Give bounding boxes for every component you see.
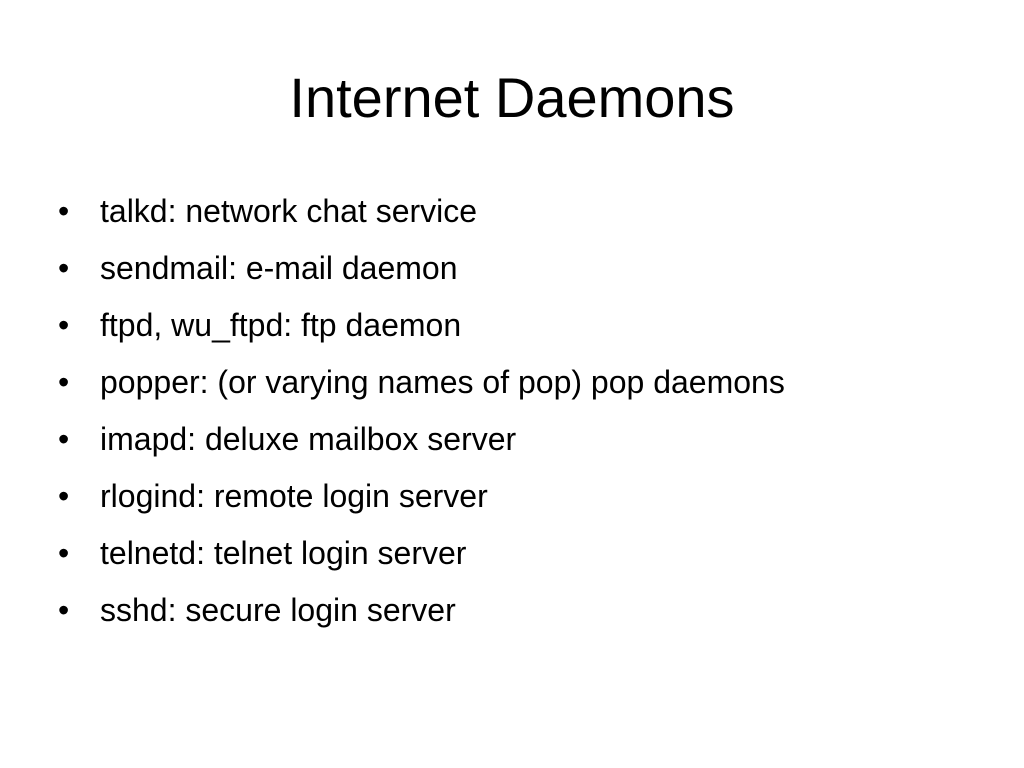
bullet-text: talkd: network chat service: [100, 193, 478, 229]
bullet-item-popper: • popper: (or varying names of pop) pop …: [58, 354, 785, 411]
bullet-icon: •: [58, 478, 70, 514]
bullet-icon: •: [58, 364, 70, 400]
bullet-list: • talkd: network chat service • sendmail…: [58, 183, 785, 639]
bullet-icon: •: [58, 592, 70, 628]
slide-title: Internet Daemons: [289, 66, 735, 129]
bullet-text: ftpd, wu_ftpd: ftp daemon: [100, 307, 462, 343]
bullet-item-talkd: • talkd: network chat service: [58, 183, 785, 240]
bullet-item-sshd: • sshd: secure login server: [58, 582, 785, 639]
bullet-text: rlogind: remote login server: [100, 478, 488, 514]
bullet-item-telnetd: • telnetd: telnet login server: [58, 525, 785, 582]
bullet-item-ftpd: • ftpd, wu_ftpd: ftp daemon: [58, 297, 785, 354]
bullet-text: telnetd: telnet login server: [100, 535, 467, 571]
bullet-icon: •: [58, 421, 70, 457]
bullet-icon: •: [58, 307, 70, 343]
bullet-icon: •: [58, 535, 70, 571]
bullet-text: popper: (or varying names of pop) pop da…: [100, 364, 785, 400]
bullet-text: sendmail: e-mail daemon: [100, 250, 458, 286]
bullet-item-rlogind: • rlogind: remote login server: [58, 468, 785, 525]
bullet-item-sendmail: • sendmail: e-mail daemon: [58, 240, 785, 297]
bullet-item-imapd: • imapd: deluxe mailbox server: [58, 411, 785, 468]
bullet-icon: •: [58, 250, 70, 286]
bullet-icon: •: [58, 193, 70, 229]
bullet-text: sshd: secure login server: [100, 592, 456, 628]
bullet-text: imapd: deluxe mailbox server: [100, 421, 517, 457]
